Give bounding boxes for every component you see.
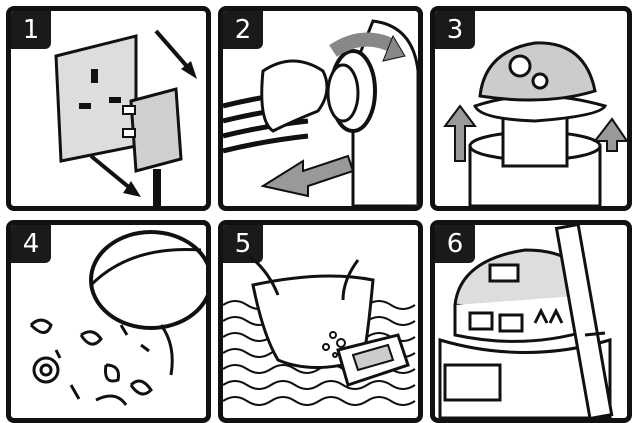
step-panel-4: 4 [6, 220, 211, 423]
reassemble-vacuum-icon [435, 225, 627, 418]
step-panel-3: 3 [430, 6, 632, 211]
step-panel-1: 1 [6, 6, 211, 211]
unplug-socket-icon [11, 11, 206, 206]
wash-filter-icon [223, 225, 418, 418]
step-panel-2: 2 [218, 6, 423, 211]
step-panel-5: 5 [218, 220, 423, 423]
detach-hose-icon [223, 11, 418, 206]
lift-motor-head-icon [435, 11, 627, 206]
empty-drum-icon [11, 225, 206, 418]
step-panel-6: 6 [430, 220, 632, 423]
